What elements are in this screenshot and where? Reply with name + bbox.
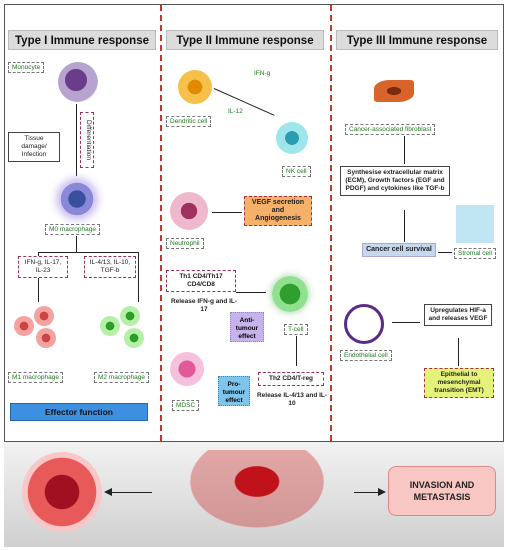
m1-cell-c	[36, 328, 56, 348]
arrow-stromal-survival	[438, 252, 452, 253]
label-tcell: T-cell	[284, 324, 308, 335]
arrow-to-m2	[138, 252, 139, 302]
label-release2: Release IL-4/13 and IL-10	[256, 392, 328, 407]
dendritic-cell	[178, 70, 212, 104]
label-tissue-damage: Tissue damage/ Infection	[8, 132, 60, 162]
tumour-mass	[172, 450, 342, 540]
label-dendritic: Dendritic cell	[166, 116, 212, 127]
header-type1: Type I Immune response	[8, 30, 156, 50]
fibroblast-cell	[374, 80, 414, 102]
stromal-cell	[456, 205, 494, 243]
label-mdsc: MDSC	[172, 400, 200, 411]
anti-tumour-box: Anti- tumour effect	[230, 312, 264, 342]
arrow-monocyte-to-m0	[76, 104, 77, 176]
label-nk: NK cell	[282, 166, 311, 177]
arrow-to-left-cell	[112, 492, 152, 493]
cancer-survival-box: Cancer cell survival	[362, 243, 436, 257]
arrow-m0-split	[76, 236, 77, 252]
label-neutrophil: Neutrophil	[166, 238, 204, 249]
m1-cell-a	[14, 316, 34, 336]
header-type3: Type III Immune response	[336, 30, 498, 50]
m2-cell-b	[120, 306, 140, 326]
label-endothelial: Endothelial cell	[340, 350, 392, 361]
label-monocyte: Monocyte	[8, 62, 45, 73]
endothelial-cell	[344, 304, 384, 344]
tumour-cell-left	[22, 452, 102, 532]
invasion-metastasis-box: INVASION AND METASTASIS	[388, 466, 496, 516]
column-divider-1	[160, 5, 162, 441]
t-cell	[272, 276, 308, 312]
label-th1: Th1 CD4/Th17 CD4/CD8	[166, 270, 236, 292]
label-il12: IL-12	[228, 108, 243, 115]
branch-line	[38, 252, 138, 253]
effector-function-box: Effector function	[10, 403, 148, 421]
label-m0: M0 macrophage	[45, 224, 100, 235]
m2-cell-c	[124, 328, 144, 348]
nk-cell	[276, 122, 308, 154]
label-m1-signals: IFN-g, IL-17, IL-23	[18, 256, 68, 278]
arrow-synth-survival	[404, 210, 405, 242]
label-stromal: Stromal cell	[454, 248, 496, 259]
arrow-caf-synth	[404, 136, 405, 164]
arrow-tcell-th1	[236, 292, 266, 293]
monocyte-cell	[58, 62, 98, 102]
label-th2: Th2 CD4/T-reg	[258, 372, 324, 386]
emt-box: Epithelial to mesenchymal transition (EM…	[424, 368, 494, 398]
label-m1: M1 macrophage	[8, 372, 63, 383]
vegf-box: VEGF secretion and Angiogenesis	[244, 196, 312, 226]
label-differentiation: Differentiation	[80, 112, 94, 168]
m0-macrophage-cell	[58, 180, 96, 218]
arrow-neutrophil-vegf	[212, 212, 242, 213]
hif-box: Upregulates HIF-a and releases VEGF	[424, 304, 492, 326]
label-m2-signals: IL-4/13, IL-10, TGF-b	[84, 256, 136, 278]
mdsc-cell	[170, 352, 204, 386]
neutrophil-cell	[170, 192, 208, 230]
header-type2: Type II Immune response	[166, 30, 324, 50]
arrow-to-invasion	[354, 492, 384, 493]
synthesis-box: Synthesise extracellular matrix (ECM), G…	[340, 166, 450, 196]
arrowhead-right	[378, 488, 386, 496]
column-divider-2	[330, 5, 332, 441]
m2-cell-a	[100, 316, 120, 336]
label-release1: Release IFN-g and IL-17	[170, 298, 238, 313]
arrowhead-left	[104, 488, 112, 496]
label-caf: Cancer-associated fibroblast	[345, 124, 436, 135]
m1-cell-b	[34, 306, 54, 326]
arrow-tcell-th2	[296, 336, 297, 366]
pro-tumour-box: Pro- tumour effect	[218, 376, 250, 406]
label-m2: M2 macrophage	[94, 372, 149, 383]
arrow-hif-emt	[458, 338, 459, 366]
arrow-endo-hif	[392, 322, 420, 323]
label-ifng: IFN-g	[254, 70, 271, 77]
